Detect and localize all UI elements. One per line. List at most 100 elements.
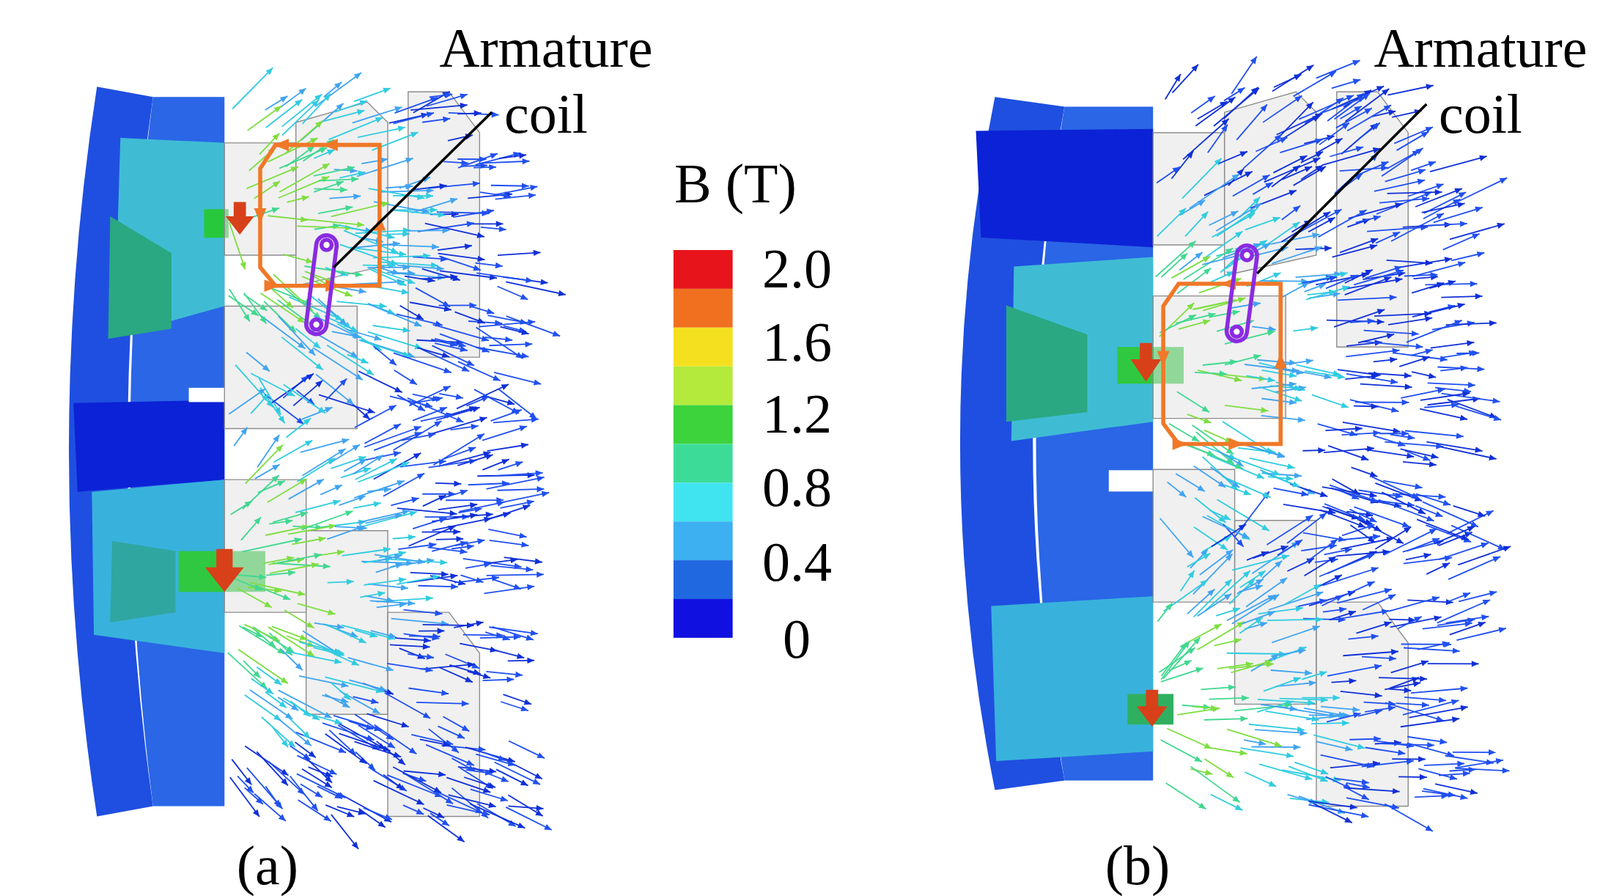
flux-vector-head — [1462, 592, 1471, 599]
flux-vector-head — [1374, 664, 1382, 670]
flux-vector — [1406, 320, 1463, 343]
flux-vector — [288, 479, 324, 500]
flux-vector-head — [464, 676, 473, 683]
flux-vector-head — [1374, 691, 1382, 698]
flux-vector — [342, 548, 391, 556]
flux-vector-head — [1371, 633, 1379, 640]
flux-vector-head — [296, 315, 305, 323]
flux-vector — [1388, 596, 1440, 611]
flux-vector — [296, 754, 337, 774]
flux-vector-head — [449, 510, 457, 516]
flux-vector-head — [1265, 182, 1274, 189]
flux-vector — [1403, 647, 1461, 652]
flux-vector — [1252, 182, 1273, 195]
flux-vector — [1182, 118, 1229, 160]
flux-vector-head — [1332, 370, 1340, 376]
flux-vector — [498, 389, 537, 420]
flux-vector — [1358, 123, 1380, 140]
flux-vector-head — [417, 404, 425, 411]
flux-vector-head — [442, 386, 451, 393]
flux-vector-head — [416, 808, 425, 815]
flux-vector-head — [466, 759, 475, 766]
flux-vector-head — [1355, 425, 1363, 432]
flux-vector-head — [407, 600, 415, 607]
flux-vector — [1336, 610, 1389, 620]
flux-vector — [498, 461, 524, 470]
flux-vector — [347, 354, 369, 364]
flux-vector-head — [1456, 432, 1464, 439]
flux-vector — [1319, 554, 1375, 577]
flux-vector-head — [422, 711, 431, 718]
flux-vector — [375, 563, 404, 573]
flux-vector-head — [1361, 778, 1370, 785]
flux-vector-head — [1392, 427, 1400, 434]
flux-vector — [1416, 518, 1469, 540]
flux-vector-head — [274, 105, 282, 113]
flux-vector-head — [1287, 463, 1295, 470]
flux-vector-head — [290, 703, 299, 711]
flux-vector-head — [526, 657, 535, 664]
flux-vector-head — [401, 288, 409, 295]
flux-vector-head — [1372, 533, 1381, 540]
flux-vector-head — [492, 374, 501, 381]
flux-vector — [1303, 538, 1338, 564]
flux-vector-head — [1414, 483, 1422, 489]
flux-vector — [300, 439, 350, 453]
flux-vector — [340, 691, 381, 714]
flux-vector — [394, 370, 418, 385]
flux-vector — [1193, 579, 1233, 617]
flux-vector-head — [394, 513, 402, 519]
flux-vector-head — [1435, 183, 1444, 190]
flux-vector — [1187, 623, 1222, 643]
flux-vector-head — [252, 670, 261, 678]
flux-vector-head — [1198, 802, 1206, 810]
geometry-block — [306, 530, 388, 715]
flux-vector-head — [1420, 659, 1429, 666]
flux-vector — [357, 462, 409, 483]
flux-vector-head — [1207, 588, 1215, 596]
flux-vector — [374, 554, 426, 563]
flux-vector — [238, 649, 289, 684]
flux-vector-head — [472, 669, 481, 676]
flux-vector-head — [1389, 294, 1397, 301]
flux-vector — [451, 757, 475, 772]
flux-vector-head — [414, 320, 423, 327]
flux-vector-head — [410, 131, 419, 138]
flux-vector — [1308, 804, 1369, 817]
flux-vector — [1240, 747, 1294, 756]
flux-vector — [272, 562, 331, 567]
flux-vector-head — [255, 796, 264, 805]
flux-vector-head — [298, 87, 306, 95]
flux-vector-head — [336, 648, 345, 655]
flux-vector-head — [430, 206, 438, 213]
flux-vector — [354, 87, 391, 102]
flux-vector-head — [315, 380, 323, 388]
flux-vector — [425, 223, 485, 237]
flux-vector-head — [431, 243, 440, 250]
flux-vector-head — [402, 509, 410, 516]
flux-vector — [249, 689, 293, 720]
flux-vector — [368, 188, 426, 198]
flux-vector — [283, 384, 326, 413]
flux-vector-head — [455, 393, 464, 400]
flux-vector-head — [466, 622, 475, 629]
flux-vector-head — [295, 662, 303, 670]
flux-vector — [446, 776, 491, 792]
flux-vector-head — [351, 659, 360, 666]
flux-vector — [1366, 227, 1428, 232]
flux-vector — [430, 812, 450, 826]
flux-vector — [1287, 557, 1315, 571]
flux-vector — [1257, 699, 1315, 703]
flux-vector-head — [1219, 543, 1227, 550]
flux-vector-head — [1372, 123, 1380, 130]
flux-vector — [377, 261, 439, 266]
flux-vector-head — [1191, 64, 1199, 72]
tooth-patch — [1006, 304, 1087, 422]
flux-vector — [458, 361, 501, 381]
flux-vector-head — [466, 220, 475, 227]
flux-vector — [1281, 205, 1301, 220]
flux-vector — [1232, 594, 1279, 624]
flux-vector-head — [337, 791, 346, 798]
geometry-block — [387, 612, 480, 816]
flux-vector-head — [1342, 285, 1351, 292]
